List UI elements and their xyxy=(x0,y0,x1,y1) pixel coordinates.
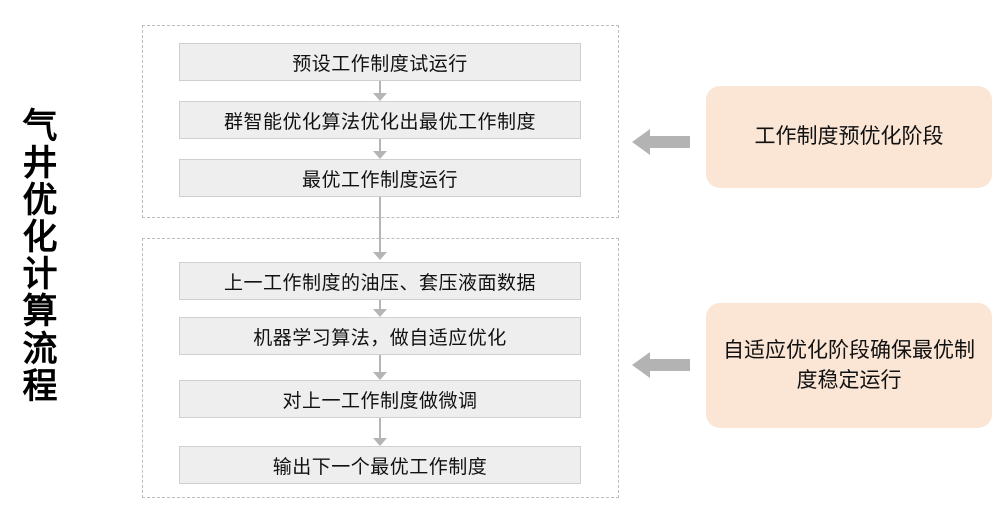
arrow-down-icon xyxy=(373,372,387,380)
arrow-down-icon xyxy=(373,309,387,317)
connector-line-2-1 xyxy=(379,300,381,312)
connector-line-groups xyxy=(379,197,381,255)
arrow-down-icon xyxy=(373,438,387,446)
connector-line-1-2 xyxy=(379,139,381,153)
arrow-down-icon xyxy=(373,252,387,260)
process-step-2-4[interactable]: 输出下一个最优工作制度 xyxy=(179,446,581,484)
arrow-down-icon xyxy=(373,93,387,101)
process-step-1-2[interactable]: 群智能优化算法优化出最优工作制度 xyxy=(179,101,581,139)
page-title: 气井优化计算流程 xyxy=(22,107,58,406)
connector-line-2-2 xyxy=(379,355,381,375)
process-step-2-2[interactable]: 机器学习算法，做自适应优化 xyxy=(179,317,581,355)
stage-callout-pre-optimization: 工作制度预优化阶段 xyxy=(706,86,992,188)
process-step-1-3[interactable]: 最优工作制度运行 xyxy=(179,159,581,197)
connector-line-2-3 xyxy=(379,418,381,440)
process-step-1-1[interactable]: 预设工作制度试运行 xyxy=(179,43,581,81)
connector-line-1-1 xyxy=(379,81,381,95)
process-step-2-1[interactable]: 上一工作制度的油压、套压液面数据 xyxy=(179,262,581,300)
arrow-left-icon xyxy=(632,127,690,157)
arrow-left-icon xyxy=(632,350,690,380)
arrow-down-icon xyxy=(373,151,387,159)
stage-group-adaptive-optimization xyxy=(142,238,619,498)
process-step-2-3[interactable]: 对上一工作制度做微调 xyxy=(179,380,581,418)
stage-callout-adaptive-optimization: 自适应优化阶段确保最优制度稳定运行 xyxy=(706,303,992,428)
